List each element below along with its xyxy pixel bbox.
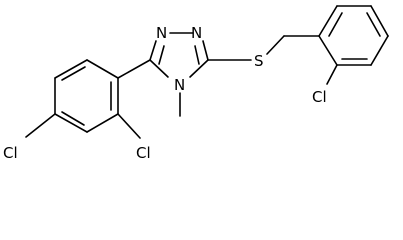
bond-aryl-c5-c6 [54,59,88,79]
bond-benzyl-c3-c4 [370,35,389,66]
atom-labels: N N N S Cl Cl Cl [3,24,327,162]
atom-label-sulfur: S [254,52,264,70]
bond-benzyl-cl [326,64,338,85]
molecule-diagram: N N N S Cl Cl Cl [3,5,389,162]
bond-aryl-c2-c3 [86,113,119,133]
atom-label-n4: N [174,76,185,94]
bond-aryl-para-cl [25,113,56,138]
atom-label-n2: N [191,24,202,42]
bond-aryl-inner-2 [61,111,85,126]
bond-c3-n4 [189,59,209,78]
bond-aryl-c6-c1 [86,59,119,79]
bond-c5-aryl [117,59,151,79]
atom-label-cl-ortho: Cl [136,144,151,162]
bond-n2-c3-double [194,45,200,65]
bond-c5-n1-double [158,45,165,65]
bond-benzyl-inner-2 [366,12,381,37]
bond-n4-c5 [149,59,169,78]
bond-benzyl-inner-3 [328,12,343,37]
bond-benzyl-c6-c1 [318,5,338,37]
bond-benzyl-c4-c5 [370,5,389,37]
atom-label-n1: N [156,24,167,42]
bond-aryl-ortho-cl [117,113,141,139]
bond-c5-n1 [149,40,157,61]
bond-aryl-inner-3 [61,66,86,81]
bonds [25,5,389,139]
atom-label-cl-benzyl: Cl [312,88,327,106]
bond-n2-c3 [202,40,209,61]
atom-label-cl-para: Cl [3,144,18,162]
bond-s-ch2 [266,35,285,55]
bond-benzyl-c1-c2 [318,35,338,66]
bond-aryl-c3-c4 [54,113,88,133]
